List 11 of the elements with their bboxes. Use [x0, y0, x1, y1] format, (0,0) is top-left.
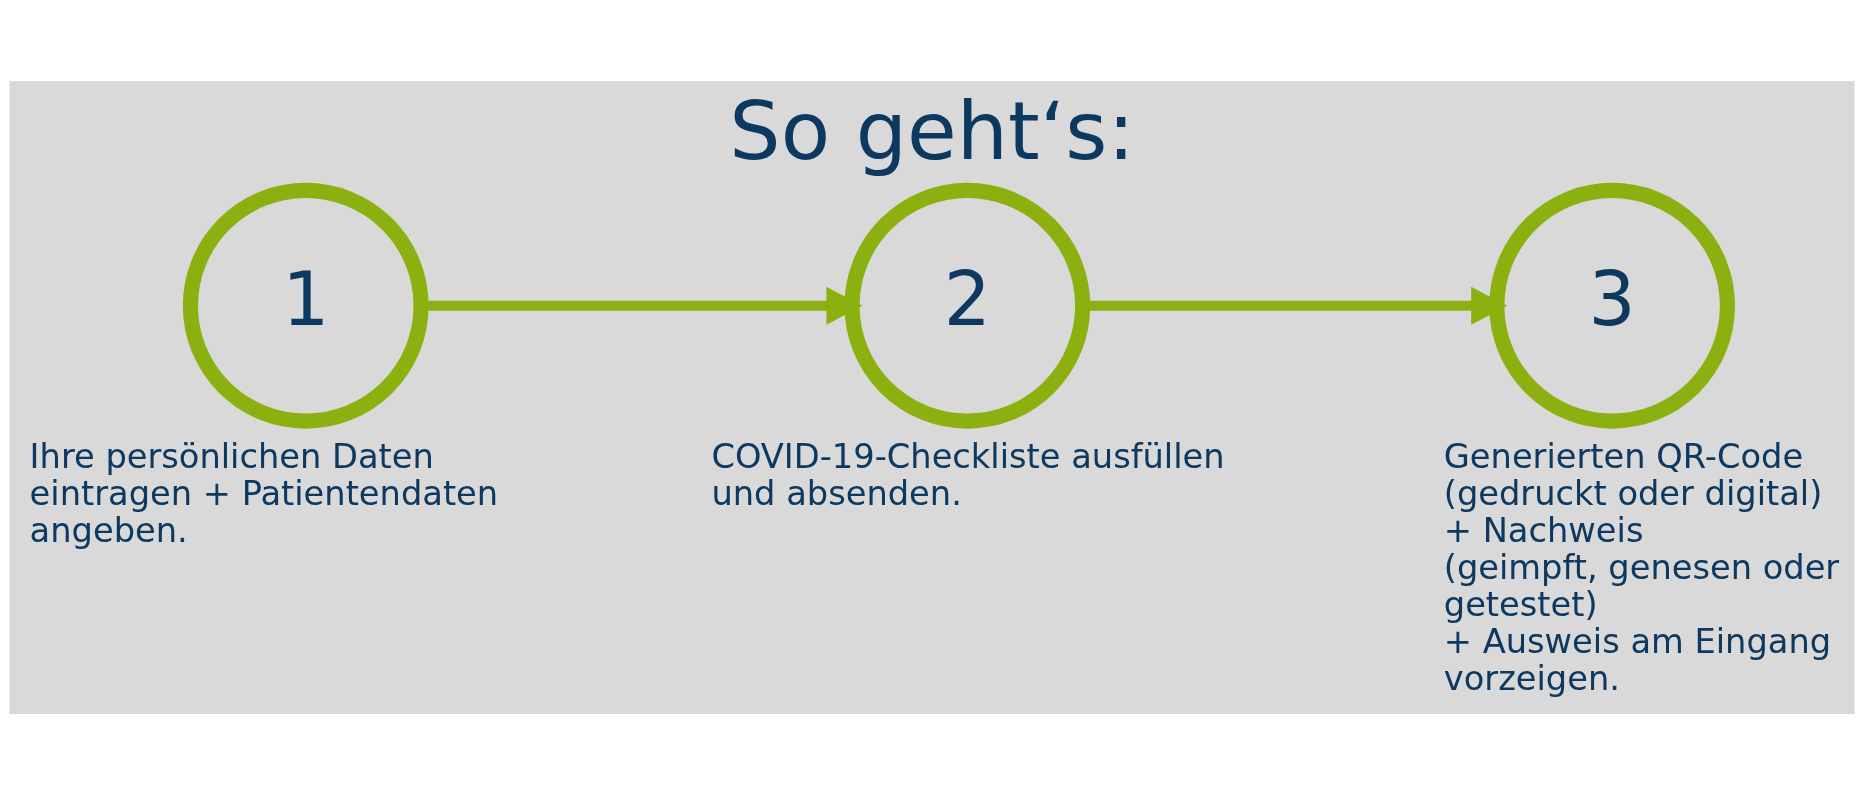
node-label: Ihre persönlichen Daten eintragen + Patientendaten angeben.	[29, 437, 499, 551]
node-circle: 3	[1489, 182, 1736, 429]
node-label: COVID-19-Checkliste ausfüllen und absenden.	[711, 437, 1225, 514]
node-label: + Nachweis	[1443, 511, 1644, 551]
node-label: + Ausweis am Eingang vorzeigen.	[1443, 622, 1832, 699]
node-label: (gedruckt oder digital)	[1443, 474, 1823, 514]
node-circle: 2	[844, 182, 1091, 429]
node-label: (geimpft, genesen oder getestet)	[1443, 548, 1840, 625]
node-label: Generierten QR-Code	[1443, 437, 1804, 477]
diagram-title: So geht‘s:	[729, 84, 1135, 179]
node-circle: 1	[182, 182, 429, 429]
